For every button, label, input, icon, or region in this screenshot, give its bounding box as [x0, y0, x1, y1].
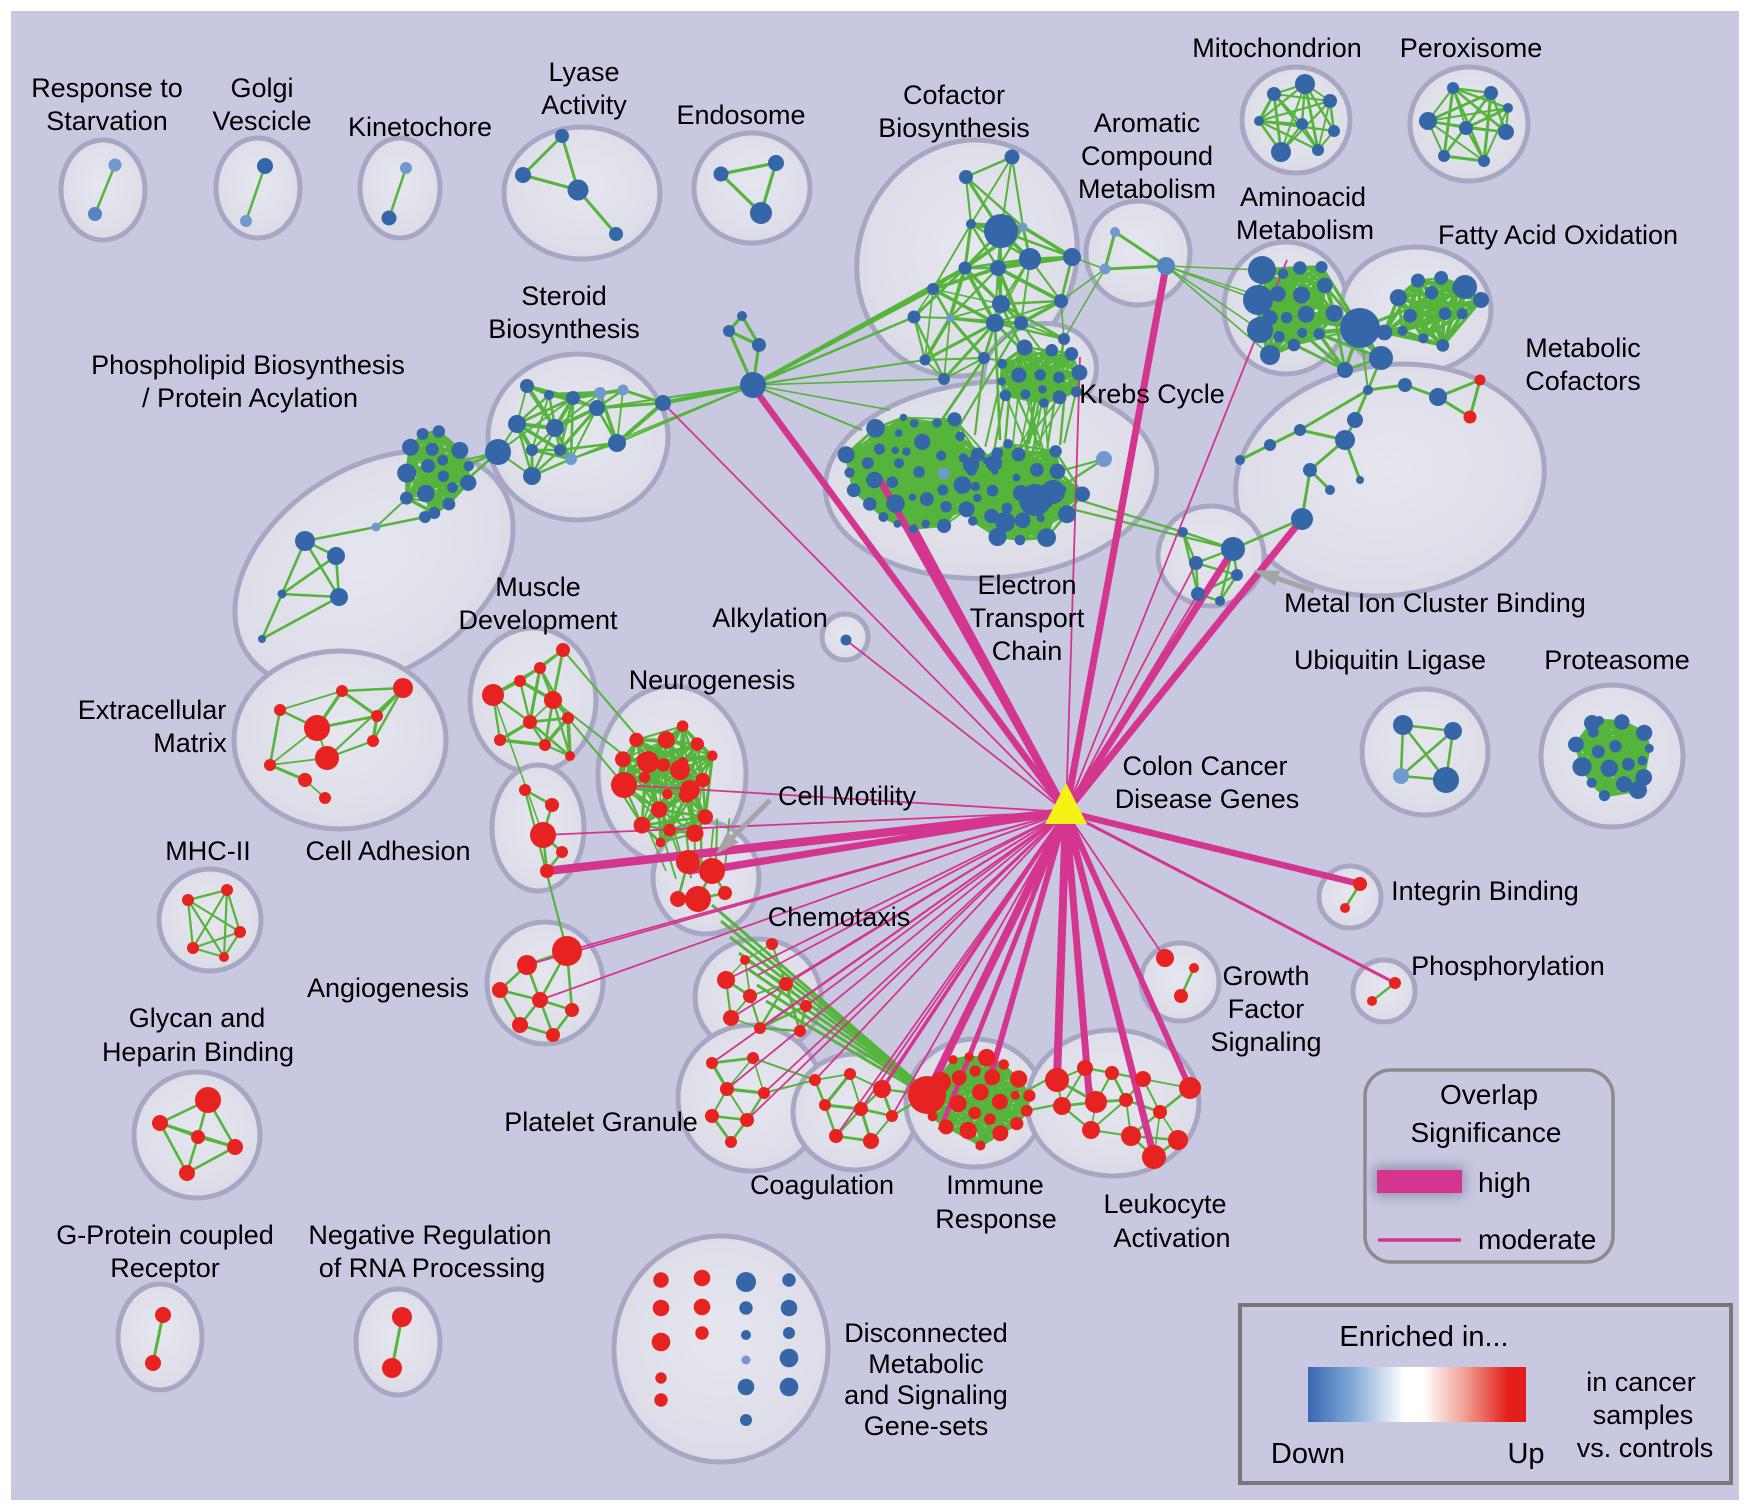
svg-text:Metabolism: Metabolism [1236, 215, 1374, 245]
svg-text:Phospholipid Biosynthesis: Phospholipid Biosynthesis [91, 350, 405, 380]
svg-text:Overlap: Overlap [1440, 1079, 1538, 1110]
svg-text:/ Protein Acylation: / Protein Acylation [142, 383, 358, 413]
svg-text:Receptor: Receptor [110, 1253, 220, 1283]
svg-text:Platelet Granule: Platelet Granule [504, 1107, 698, 1137]
svg-text:Phosphorylation: Phosphorylation [1411, 951, 1605, 981]
svg-text:Significance: Significance [1411, 1117, 1562, 1148]
svg-text:Factor: Factor [1228, 994, 1305, 1024]
svg-text:Transport: Transport [970, 603, 1085, 633]
svg-text:Vescicle: Vescicle [212, 106, 311, 136]
svg-text:Immune: Immune [946, 1170, 1044, 1200]
svg-text:Coagulation: Coagulation [750, 1170, 894, 1200]
svg-text:Compound: Compound [1081, 141, 1213, 171]
svg-text:Extracellular: Extracellular [78, 695, 227, 725]
svg-text:Disease Genes: Disease Genes [1115, 784, 1300, 814]
svg-text:Cell Adhesion: Cell Adhesion [305, 836, 470, 866]
svg-text:Matrix: Matrix [153, 728, 227, 758]
svg-text:moderate: moderate [1478, 1224, 1596, 1255]
svg-text:Biosynthesis: Biosynthesis [878, 113, 1030, 143]
svg-text:Up: Up [1507, 1438, 1544, 1470]
svg-text:in cancer: in cancer [1586, 1367, 1696, 1397]
svg-text:Negative Regulation: Negative Regulation [308, 1220, 551, 1250]
svg-text:Electron: Electron [977, 570, 1076, 600]
svg-text:Fatty Acid Oxidation: Fatty Acid Oxidation [1438, 220, 1678, 250]
svg-text:Chain: Chain [992, 636, 1063, 666]
svg-text:high: high [1478, 1167, 1531, 1198]
svg-text:Glycan and: Glycan and [129, 1003, 266, 1033]
svg-text:Enriched in...: Enriched in... [1339, 1321, 1508, 1353]
svg-text:Golgi: Golgi [230, 73, 293, 103]
svg-text:Mitochondrion: Mitochondrion [1192, 33, 1362, 63]
svg-text:Lyase: Lyase [548, 57, 619, 87]
svg-text:Response to: Response to [31, 73, 183, 103]
svg-text:Heparin Binding: Heparin Binding [102, 1037, 294, 1067]
svg-text:Development: Development [458, 605, 618, 635]
svg-text:Peroxisome: Peroxisome [1400, 33, 1543, 63]
svg-text:Activation: Activation [1113, 1223, 1230, 1253]
svg-text:Response: Response [935, 1204, 1057, 1234]
svg-text:Neurogenesis: Neurogenesis [629, 665, 796, 695]
svg-text:Steroid: Steroid [521, 281, 607, 311]
svg-text:Aminoacid: Aminoacid [1240, 182, 1366, 212]
svg-text:G-Protein coupled: G-Protein coupled [56, 1220, 274, 1250]
svg-text:Krebs Cycle: Krebs Cycle [1079, 379, 1225, 409]
svg-text:Cofactor: Cofactor [903, 80, 1005, 110]
svg-text:Cofactors: Cofactors [1525, 366, 1641, 396]
svg-text:Starvation: Starvation [46, 106, 168, 136]
svg-text:Biosynthesis: Biosynthesis [488, 314, 640, 344]
svg-text:Alkylation: Alkylation [712, 603, 828, 633]
svg-text:Disconnected: Disconnected [844, 1318, 1008, 1348]
svg-text:Proteasome: Proteasome [1544, 645, 1690, 675]
svg-text:Leukocyte: Leukocyte [1103, 1189, 1226, 1219]
svg-text:Growth: Growth [1222, 961, 1309, 991]
svg-text:Ubiquitin Ligase: Ubiquitin Ligase [1294, 645, 1486, 675]
svg-text:Colon Cancer: Colon Cancer [1122, 751, 1287, 781]
svg-text:Chemotaxis: Chemotaxis [768, 902, 911, 932]
svg-text:Aromatic: Aromatic [1094, 108, 1201, 138]
svg-text:Gene-sets: Gene-sets [864, 1411, 989, 1441]
svg-text:of RNA Processing: of RNA Processing [319, 1253, 546, 1283]
svg-text:Cell Motility: Cell Motility [778, 781, 917, 811]
svg-text:Activity: Activity [541, 90, 627, 120]
svg-text:Endosome: Endosome [676, 100, 805, 130]
svg-text:Metal Ion Cluster Binding: Metal Ion Cluster Binding [1284, 588, 1586, 618]
svg-text:Metabolic: Metabolic [1525, 333, 1641, 363]
svg-text:Down: Down [1271, 1438, 1345, 1470]
svg-text:MHC-II: MHC-II [165, 836, 250, 866]
svg-text:Signaling: Signaling [1210, 1027, 1321, 1057]
svg-text:Metabolism: Metabolism [1078, 174, 1216, 204]
svg-text:samples: samples [1593, 1400, 1694, 1430]
svg-text:Muscle: Muscle [495, 572, 581, 602]
svg-text:vs. controls: vs. controls [1577, 1433, 1714, 1463]
svg-text:Angiogenesis: Angiogenesis [307, 973, 469, 1003]
svg-text:Metabolic: Metabolic [868, 1349, 984, 1379]
svg-text:Integrin Binding: Integrin Binding [1391, 876, 1579, 906]
svg-text:Kinetochore: Kinetochore [348, 112, 492, 142]
svg-text:and Signaling: and Signaling [844, 1380, 1008, 1410]
